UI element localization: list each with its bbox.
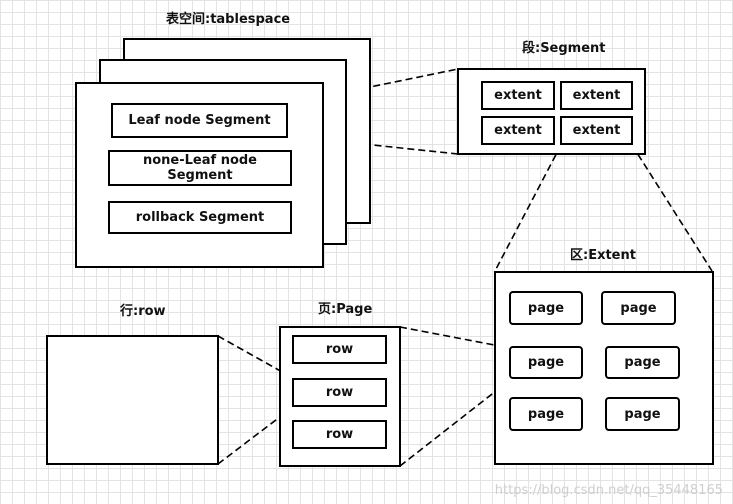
- connector-page-bottom: [399, 379, 511, 467]
- page-row-2: row: [292, 378, 387, 407]
- extent-page-3: page: [509, 346, 583, 379]
- extent-title: 区:Extent: [570, 248, 636, 263]
- row-box: [46, 335, 219, 465]
- extent-page-1: page: [509, 291, 583, 325]
- segment-extent-1: extent: [481, 81, 555, 110]
- extent-page-4: page: [605, 346, 680, 379]
- segment-extent-3: extent: [481, 116, 555, 145]
- segment-extent-4: extent: [560, 116, 633, 145]
- page-row-1: row: [292, 335, 387, 364]
- extent-page-6: page: [605, 397, 680, 431]
- segment-extent-2: extent: [560, 81, 633, 110]
- watermark: https://blog.csdn.net/qq_35448165: [494, 483, 723, 498]
- page-row-3: row: [292, 420, 387, 449]
- connector-extent-left: [494, 144, 562, 272]
- connector-segment-top: [286, 68, 459, 105]
- leaf-node-segment: Leaf node Segment: [111, 103, 288, 138]
- segment-title: 段:Segment: [522, 41, 606, 56]
- rollback-segment: rollback Segment: [108, 201, 292, 234]
- connector-extent-right: [631, 144, 713, 272]
- page-title: 页:Page: [318, 302, 373, 317]
- row-title: 行:row: [120, 304, 166, 319]
- extent-page-5: page: [509, 397, 583, 431]
- extent-page-2: page: [601, 291, 676, 325]
- tablespace-title: 表空间:tablespace: [166, 12, 291, 27]
- none-leaf-node-segment: none-Leaf node Segment: [108, 150, 292, 186]
- connector-page-top: [399, 326, 511, 349]
